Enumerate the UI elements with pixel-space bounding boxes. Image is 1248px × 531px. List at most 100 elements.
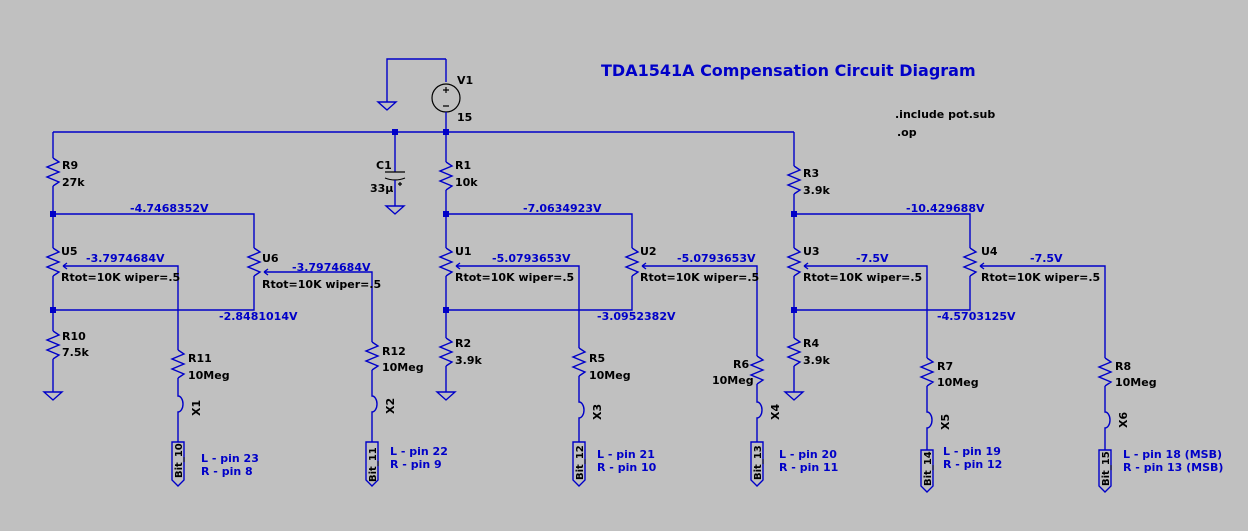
u4-param: Rtot=10K wiper=.5 [981,271,1100,284]
r7-value: 10Meg [937,376,979,389]
resistor-r8 [1097,357,1113,387]
r11-value: 10Meg [188,369,230,382]
bit-label-box [171,441,185,487]
potentiometer-u6 [246,247,262,277]
inductor-x6 [1104,386,1111,450]
pin-label: R - pin 13 (MSB) [1123,461,1223,474]
junction-dot [443,307,449,313]
potentiometer-u5 [45,247,61,277]
pin-label: R - pin 12 [943,458,1002,471]
wiper-voltage: -3.7974684V [292,261,371,274]
v1-value: 15 [457,111,472,124]
bit-label-box [365,441,379,487]
junction-dot [791,211,797,217]
stage-a [42,132,380,487]
inductor-x5 [926,386,933,450]
r4-name: R4 [803,337,819,350]
r12-name: R12 [382,345,406,358]
r10-value: 7.5k [62,346,89,359]
potentiometer-u1 [438,247,454,277]
op-directive: .op [897,126,917,139]
inductor-x3 [578,376,585,442]
pin-label: R - pin 11 [779,461,838,474]
x2-name: X2 [384,398,397,414]
junction-dot [443,211,449,217]
r3-name: R3 [803,167,819,180]
r1-value: 10k [455,176,478,189]
bit-label: Bit_11 [368,447,379,482]
bit-label: Bit_14 [923,451,934,486]
stage-b [435,132,765,487]
pin-label: R - pin 10 [597,461,657,474]
resistor-r6 [749,355,765,385]
u2-name: U2 [640,245,657,258]
inductor-x4 [756,384,763,442]
resistor-r2 [438,337,454,367]
bit-label-box [750,441,764,487]
wiper-voltage: -3.7974684V [86,252,165,265]
node-voltage: -2.8481014V [219,310,298,323]
r3-value: 3.9k [803,184,830,197]
v1-name: V1 [457,74,473,87]
u1-name: U1 [455,245,472,258]
resistor-r11 [170,349,186,379]
r6-value: 10Meg [712,374,754,387]
wiper-voltage: -7.5V [856,252,889,265]
stage-c [783,132,1113,493]
u5-name: U5 [61,245,78,258]
x1-name: X1 [190,400,203,416]
u3-name: U3 [803,245,820,258]
bit-label-box [1098,449,1112,493]
pin-label: L - pin 21 [597,448,655,461]
r2-name: R2 [455,337,471,350]
node-voltage: -4.7468352V [130,202,209,215]
bit-label: Bit_12 [575,445,586,480]
resistor-r5 [571,347,587,377]
pin-label: L - pin 22 [390,445,448,458]
r1-name: R1 [455,159,471,172]
c1-value: 33µ [370,182,393,195]
r2-value: 3.9k [455,354,482,367]
pin-label: L - pin 18 (MSB) [1123,448,1222,461]
u3-param: Rtot=10K wiper=.5 [803,271,922,284]
r10-name: R10 [62,330,86,343]
wiper-voltage: -5.0793653V [492,252,571,265]
capacitor-c1 [384,132,406,215]
r9-name: R9 [62,159,78,172]
bit-label-box [572,441,586,487]
bit-label: Bit_13 [753,445,764,480]
u1-param: Rtot=10K wiper=.5 [455,271,574,284]
r8-name: R8 [1115,360,1131,373]
r7-name: R7 [937,360,953,373]
x5-name: X5 [939,414,952,430]
resistor-r4 [786,337,802,367]
resistor-r9 [45,157,61,187]
inductor-x2 [371,370,378,442]
wiper-voltage: -7.5V [1030,252,1063,265]
potentiometer-u2 [624,247,640,277]
resistor-r3 [786,165,802,195]
pin-label: L - pin 23 [201,452,259,465]
junction-dot [50,211,56,217]
u5-param: Rtot=10K wiper=.5 [61,271,180,284]
node-voltage: -3.0952382V [597,310,676,323]
pin-label: R - pin 9 [390,458,442,471]
u6-name: U6 [262,252,279,265]
node-voltage: -4.5703125V [937,310,1016,323]
ground-symbol [435,391,457,401]
u2-param: Rtot=10K wiper=.5 [640,271,759,284]
potentiometer-u3 [786,247,802,277]
junction-dot [50,307,56,313]
resistor-r1 [438,161,454,191]
u6-param: Rtot=10K wiper=.5 [262,278,381,291]
r12-value: 10Meg [382,361,424,374]
r5-name: R5 [589,352,605,365]
bit-label-box [920,449,934,493]
x6-name: X6 [1117,412,1130,428]
c1-name: C1 [376,159,392,172]
pin-label: L - pin 19 [943,445,1001,458]
r8-value: 10Meg [1115,376,1157,389]
r5-value: 10Meg [589,369,631,382]
resistor-r12 [364,341,380,371]
